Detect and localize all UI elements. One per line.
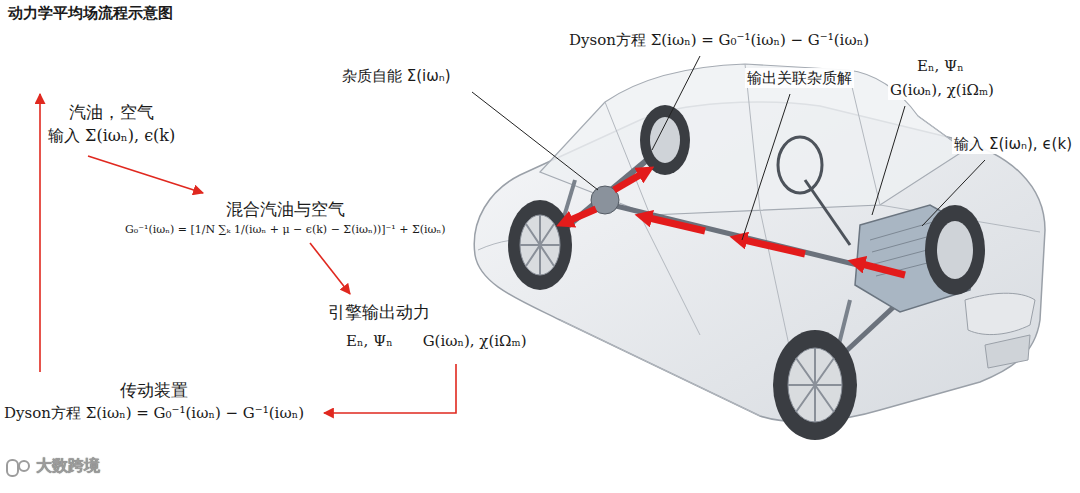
callout-label: G(iωₙ), χ(iΩₘ) [888, 80, 996, 100]
flow-step: 传动装置Dyson方程 Σ(iωₙ) = G₀⁻¹(iωₙ) − G⁻¹(iωₙ… [4, 378, 304, 424]
watermark: 大数跨境 [34, 456, 102, 477]
callout-label: 输出关联杂质解 [745, 68, 854, 88]
car-body [474, 64, 1045, 422]
callout-label: 输入 Σ(iωₙ), ϵ(k) [952, 134, 1074, 154]
flow-step: 混合汽油与空气G₀⁻¹(iωₙ) = [1/N ∑ₖ 1/(iωₙ + μ − … [125, 197, 446, 239]
text-row: Eₙ, Ψₙ G(iωₙ), χ(iΩₘ) [328, 330, 527, 352]
flow-arrow [310, 243, 350, 294]
step-detail: 输入 Σ(iωₙ), ϵ(k) [48, 124, 175, 148]
step-heading: 汽油，空气 [48, 100, 175, 124]
drivetrain [545, 137, 975, 380]
step-heading: 混合汽油与空气 [125, 197, 446, 221]
step-detail: G(iωₙ), χ(iΩₘ) [423, 330, 527, 352]
flow-arrow [324, 364, 456, 413]
power-flow-arrows [566, 172, 905, 275]
flow-step: 汽油，空气输入 Σ(iωₙ), ϵ(k) [48, 100, 175, 148]
step-detail: Dyson方程 Σ(iωₙ) = G₀⁻¹(iωₙ) − G⁻¹(iωₙ) [4, 402, 304, 424]
step-detail: G₀⁻¹(iωₙ) = [1/N ∑ₖ 1/(iωₙ + μ − ϵ(k) − … [125, 221, 446, 239]
flow-arrow [39, 94, 41, 372]
step-heading: 引擎输出动力 [328, 300, 527, 324]
step-heading: 传动装置 [4, 378, 304, 402]
diagram-title: 动力学平均场流程示意图 [8, 4, 173, 23]
step-detail: Eₙ, Ψₙ [346, 330, 393, 352]
flow-arrow [88, 156, 203, 193]
watermark-logo [7, 460, 29, 476]
callout-label: 杂质自能 Σ(iωₙ) [340, 66, 453, 86]
wheels [508, 105, 985, 440]
callout-label: Dyson方程 Σ(iωₙ) = G₀⁻¹(iωₙ) − G⁻¹(iωₙ) [567, 30, 871, 50]
flow-step: 引擎输出动力 Eₙ, Ψₙ G(iωₙ), χ(iΩₘ) [328, 300, 527, 352]
callout-label: Eₙ, Ψₙ [915, 56, 966, 76]
